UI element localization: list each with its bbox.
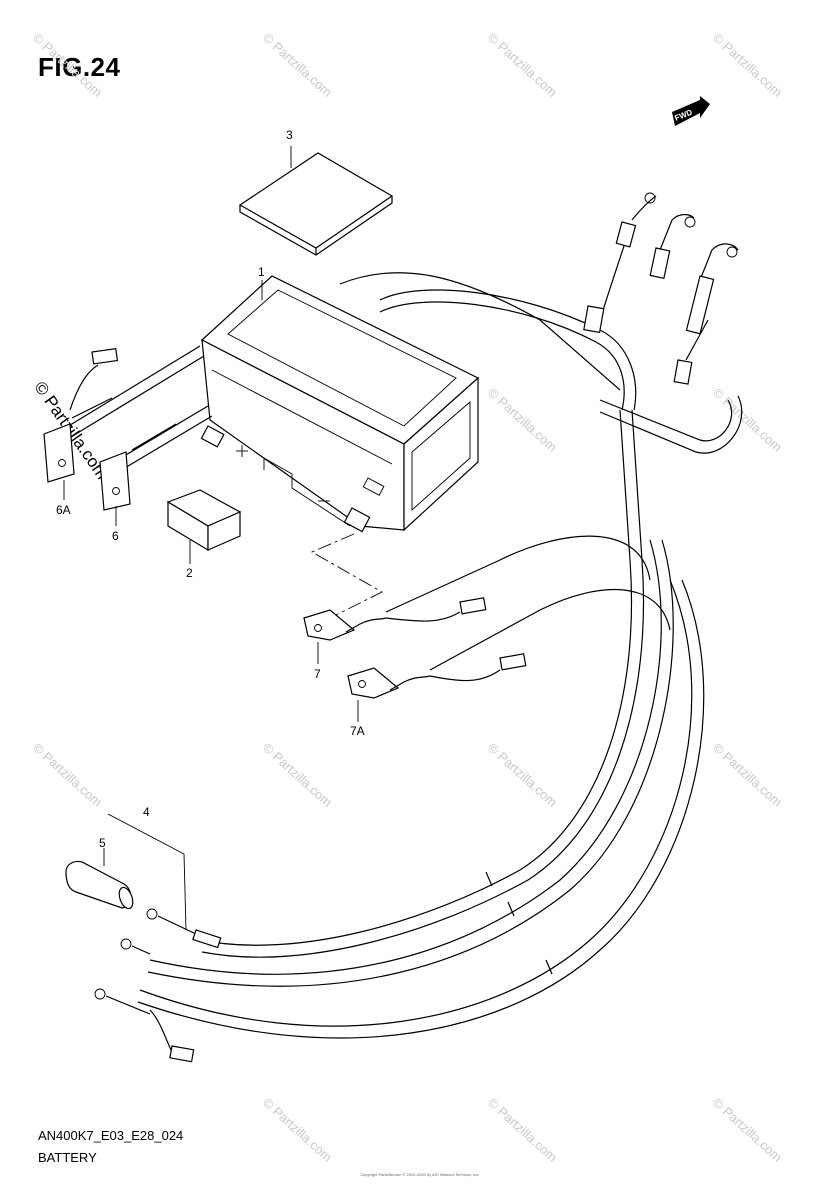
forward-arrow-icon: FWD <box>672 96 710 126</box>
part-6-battery-lead <box>99 405 213 511</box>
part-7A-terminal-lead <box>347 588 671 699</box>
part-6A-battery-lead <box>43 345 205 483</box>
part-1-battery <box>200 275 480 533</box>
callout-7A: 7A <box>350 724 365 738</box>
model-code: AN400K7_E03_E28_024 <box>38 1128 184 1143</box>
copyright-notice: Copyright Partzilla.com © 2002-2020 by A… <box>360 1172 480 1177</box>
callout-5: 5 <box>99 836 106 850</box>
wiring-harness <box>137 272 743 1039</box>
section-name: BATTERY <box>38 1150 97 1165</box>
figure-title: FIG.24 <box>38 52 121 82</box>
callout-2: 2 <box>186 566 193 580</box>
part-5-terminal-cap <box>65 860 134 910</box>
callout-6: 6 <box>112 529 119 543</box>
alignment-line <box>310 533 383 619</box>
part-7-terminal-lead <box>303 535 651 641</box>
part-3-battery-pad <box>238 152 394 256</box>
callout-7: 7 <box>314 667 321 681</box>
callout-6A: 6A <box>56 503 71 517</box>
callout-1: 1 <box>258 265 265 279</box>
callout-3: 3 <box>286 128 293 142</box>
harness-connectors-top <box>583 192 739 385</box>
callout-4: 4 <box>143 805 150 819</box>
part-4-battery-cable-end <box>94 908 222 1063</box>
part-2-battery-pad-small <box>166 489 242 552</box>
leader-line <box>107 813 187 931</box>
